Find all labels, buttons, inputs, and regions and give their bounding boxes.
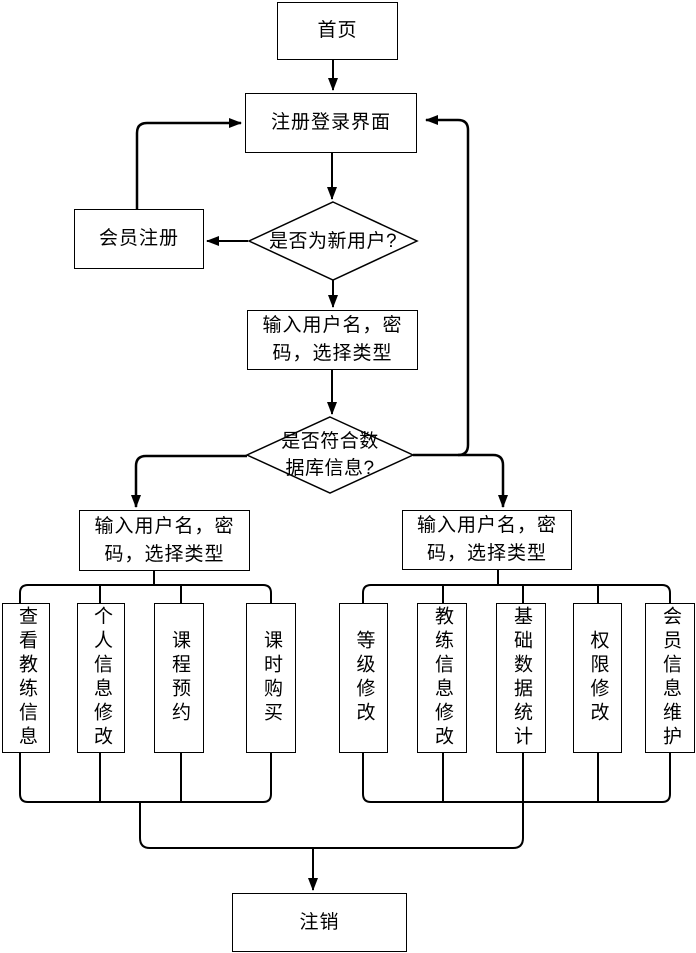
node-edit-coach-info: 教练信息修改 xyxy=(417,603,467,753)
node-login: 注册登录界面 xyxy=(245,93,417,153)
node-member-info-maintenance: 会员信息维护 xyxy=(645,603,695,753)
node-logout: 注销 xyxy=(232,893,407,952)
input-admin-line1: 输入用户名，密 xyxy=(416,515,557,536)
input-member-line1: 输入用户名，密 xyxy=(94,515,235,537)
arrow-decision2-to-member-input xyxy=(131,454,247,508)
input-member-line2: 码，选择类型 xyxy=(104,543,225,565)
edge-register-loop-to-login xyxy=(135,118,242,209)
course-booking-label: 课程预约 xyxy=(169,630,190,726)
node-view-coach-info: 查看教练信息 xyxy=(2,603,50,753)
node-edit-permissions: 权限修改 xyxy=(573,603,622,753)
decision1-diamond xyxy=(247,201,419,281)
node-buy-class-hours: 课时购买 xyxy=(246,603,296,753)
bracket-admin-top xyxy=(362,584,671,603)
node-course-booking: 课程预约 xyxy=(154,603,204,753)
node-input-member-label: 输入用户名，密 码，选择类型 xyxy=(94,513,234,569)
decision2-line2: 据库信息? xyxy=(285,458,375,479)
node-edit-level: 等级修改 xyxy=(339,603,388,753)
edit-personal-info-label: 个人信息修改 xyxy=(91,606,112,750)
bracket-member-top xyxy=(19,584,272,603)
input-credentials-line1: 输入用户名，密 xyxy=(262,315,403,336)
node-edit-personal-info: 个人信息修改 xyxy=(77,603,125,753)
edit-permissions-label: 权限修改 xyxy=(587,630,609,726)
node-input-credentials: 输入用户名，密 码，选择类型 xyxy=(247,310,418,370)
node-input-member: 输入用户名，密 码，选择类型 xyxy=(79,510,250,571)
node-register: 会员注册 xyxy=(74,209,204,269)
decision2-label: 是否符合数 据库信息? xyxy=(250,428,410,482)
edge-collector xyxy=(139,802,524,849)
basic-data-stats-label: 基础数据统计 xyxy=(511,606,532,750)
edit-level-label: 等级修改 xyxy=(353,630,375,726)
input-credentials-line2: 码，选择类型 xyxy=(272,343,393,364)
decision2-diamond xyxy=(245,416,415,494)
node-home: 首页 xyxy=(277,2,398,60)
input-admin-line2: 码，选择类型 xyxy=(426,543,547,564)
view-coach-info-label: 查看教练信息 xyxy=(16,606,37,750)
node-logout-label: 注销 xyxy=(299,911,340,933)
member-info-maintenance-label: 会员信息维护 xyxy=(660,606,681,750)
decision2-line1: 是否符合数 xyxy=(281,431,379,452)
node-home-label: 首页 xyxy=(317,20,358,41)
arrow-decision2-to-admin-input xyxy=(413,453,508,508)
node-input-admin: 输入用户名，密 码，选择类型 xyxy=(402,510,572,570)
buy-class-hours-label: 课时购买 xyxy=(261,630,282,726)
node-input-admin-label: 输入用户名，密 码，选择类型 xyxy=(417,512,557,568)
node-login-label: 注册登录界面 xyxy=(270,112,391,133)
edit-coach-info-label: 教练信息修改 xyxy=(432,606,453,750)
node-register-label: 会员注册 xyxy=(98,228,179,249)
node-input-credentials-label: 输入用户名，密 码，选择类型 xyxy=(262,312,402,368)
decision1-text: 是否为新用户? xyxy=(268,231,398,252)
edge-decision2-loop-to-login xyxy=(425,115,470,457)
node-basic-data-stats: 基础数据统计 xyxy=(496,603,546,753)
bracket-admin-bottom xyxy=(362,753,671,803)
decision1-label: 是否为新用户? xyxy=(253,228,413,255)
bracket-member-bottom xyxy=(19,753,272,803)
